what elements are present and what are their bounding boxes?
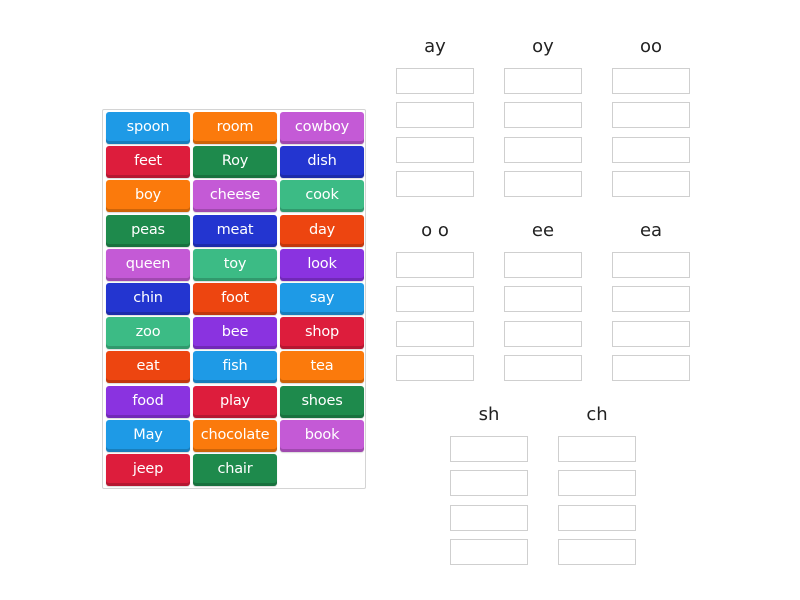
word-tile-play[interactable]: play	[193, 385, 277, 418]
group-title-ch: ch	[586, 404, 608, 425]
drop-slot[interactable]	[450, 436, 528, 462]
drop-slot[interactable]	[396, 102, 474, 129]
word-tile-chocolate[interactable]: chocolate	[193, 419, 277, 452]
group-title-ay: ay	[424, 36, 446, 57]
drop-slot[interactable]	[396, 68, 474, 94]
drop-slot[interactable]	[612, 320, 690, 347]
word-tile-toy[interactable]: toy	[193, 248, 277, 281]
drop-slot[interactable]	[396, 136, 474, 163]
drop-slot[interactable]	[612, 171, 690, 198]
word-tile-boy[interactable]: boy	[106, 180, 190, 213]
drop-slot[interactable]	[396, 171, 474, 198]
drop-slot[interactable]	[396, 320, 474, 347]
drop-slot[interactable]	[504, 136, 582, 163]
word-tile-queen[interactable]: queen	[106, 248, 190, 281]
drop-slot[interactable]	[450, 470, 528, 497]
word-tile-cowboy[interactable]: cowboy	[280, 112, 364, 144]
word-tile-fish[interactable]: fish	[193, 351, 277, 384]
word-tile-dish[interactable]: dish	[280, 146, 364, 179]
group-title-sh: sh	[478, 404, 500, 425]
word-tile-spoon[interactable]: spoon	[106, 112, 190, 144]
drop-slot[interactable]	[450, 539, 528, 566]
group-title-oo: o o	[421, 220, 449, 241]
drop-slot[interactable]	[612, 252, 690, 278]
word-tile-food[interactable]: food	[106, 385, 190, 418]
word-tile-shop[interactable]: shop	[280, 317, 364, 350]
group-title-ea: ea	[639, 220, 663, 241]
word-tile-book[interactable]: book	[280, 419, 364, 452]
word-tile-eat[interactable]: eat	[106, 351, 190, 384]
drop-slot[interactable]	[504, 171, 582, 198]
word-tile-zoo[interactable]: zoo	[106, 317, 190, 350]
word-tile-peas[interactable]: peas	[106, 214, 190, 247]
word-tile-chin[interactable]: chin	[106, 283, 190, 315]
word-tile-look[interactable]: look	[280, 248, 364, 281]
drop-slot[interactable]	[504, 102, 582, 129]
drop-slot[interactable]	[558, 470, 636, 497]
drop-slot[interactable]	[396, 355, 474, 382]
word-tile-may[interactable]: May	[106, 419, 190, 452]
word-tile-bee[interactable]: bee	[193, 317, 277, 350]
group-title-oo: oo	[639, 36, 663, 57]
drop-slot[interactable]	[504, 252, 582, 278]
drop-slot[interactable]	[450, 504, 528, 531]
word-tile-jeep[interactable]: jeep	[106, 454, 190, 486]
word-tile-roy[interactable]: Roy	[193, 146, 277, 179]
drop-slot[interactable]	[504, 68, 582, 94]
group-title-ee: ee	[531, 220, 555, 241]
drop-slot[interactable]	[612, 136, 690, 163]
drop-slot[interactable]	[558, 504, 636, 531]
word-tile-cook[interactable]: cook	[280, 180, 364, 213]
word-tile-feet[interactable]: feet	[106, 146, 190, 179]
word-tile-foot[interactable]: foot	[193, 283, 277, 315]
drop-slot[interactable]	[504, 355, 582, 382]
drop-slot[interactable]	[612, 102, 690, 129]
drop-slot[interactable]	[558, 539, 636, 566]
drop-slot[interactable]	[504, 286, 582, 313]
drop-slot[interactable]	[612, 68, 690, 94]
drop-slot[interactable]	[558, 436, 636, 462]
word-tile-cheese[interactable]: cheese	[193, 180, 277, 213]
drop-slot[interactable]	[504, 320, 582, 347]
word-tile-room[interactable]: room	[193, 112, 277, 144]
word-tile-shoes[interactable]: shoes	[280, 385, 364, 418]
word-tile-chair[interactable]: chair	[193, 454, 277, 486]
drop-slot[interactable]	[612, 355, 690, 382]
word-tile-tea[interactable]: tea	[280, 351, 364, 384]
word-tile-meat[interactable]: meat	[193, 214, 277, 247]
drop-slot[interactable]	[612, 286, 690, 313]
word-tile-say[interactable]: say	[280, 283, 364, 315]
drop-slot[interactable]	[396, 252, 474, 278]
group-title-oy: oy	[532, 36, 554, 57]
word-tile-day[interactable]: day	[280, 214, 364, 247]
drop-slot[interactable]	[396, 286, 474, 313]
